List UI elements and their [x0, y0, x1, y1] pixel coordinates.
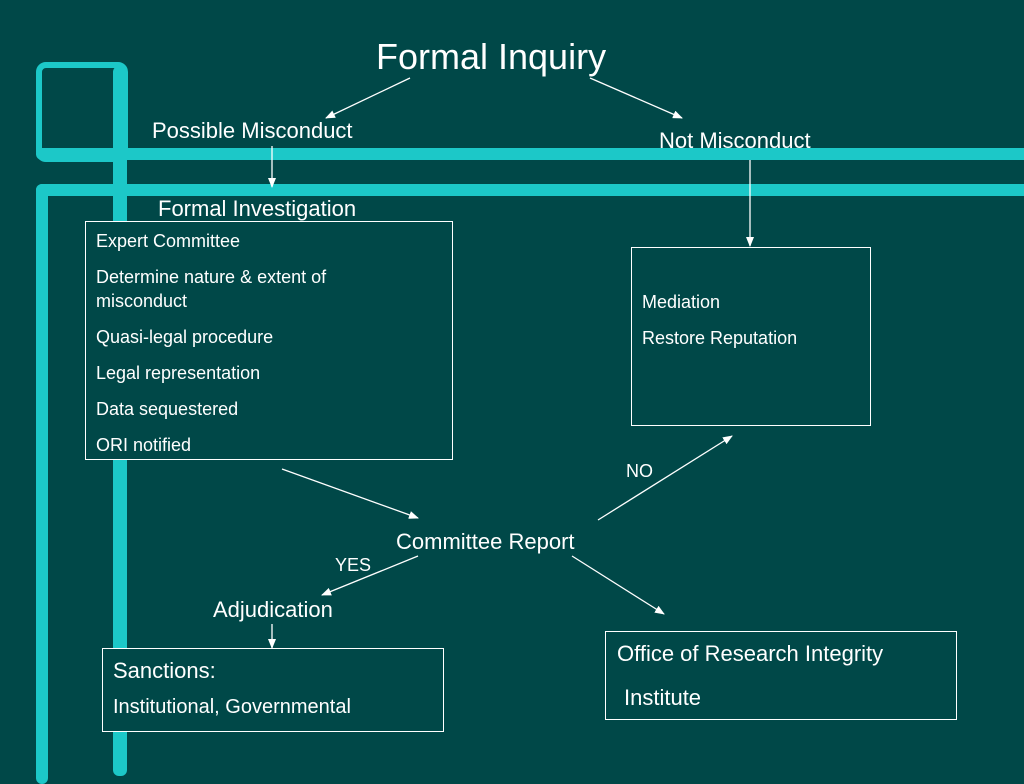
- investigation-item: Expert Committee: [96, 231, 241, 251]
- mediation-box: Mediation Restore Reputation: [631, 247, 871, 426]
- frame-bar-horizontal-top: [36, 148, 1024, 160]
- sanctions-box: Sanctions: Institutional, Governmental: [102, 648, 444, 732]
- mediation-item: Mediation: [642, 292, 721, 312]
- investigation-item: Legal representation: [96, 363, 261, 383]
- arrow-investigation-to-report: [281, 468, 419, 519]
- arrow-report-to-adjudication: [321, 555, 419, 596]
- mediation-item: Restore Reputation: [642, 328, 798, 348]
- flow-arrows: [268, 77, 754, 649]
- possible-misconduct-label: Possible Misconduct: [152, 118, 353, 143]
- formal-investigation-box: Expert Committee Determine nature & exte…: [85, 221, 453, 460]
- yes-label: YES: [335, 555, 372, 575]
- diagram-title: Formal Inquiry: [376, 36, 607, 77]
- ori-box: Office of Research Integrity Institute: [605, 631, 957, 720]
- investigation-item: ORI notified: [96, 435, 192, 455]
- arrow-inquiry-to-possible: [325, 77, 411, 119]
- sanctions-detail: Institutional, Governmental: [113, 696, 351, 718]
- committee-report-label: Committee Report: [396, 529, 575, 554]
- sanctions-heading: Sanctions:: [113, 658, 216, 683]
- arrow-inquiry-to-not: [589, 77, 683, 119]
- adjudication-label: Adjudication: [213, 597, 333, 622]
- ori-line-2: Institute: [624, 685, 702, 710]
- frame-bar-vertical-left: [36, 184, 48, 784]
- investigation-item: Data sequestered: [96, 399, 239, 419]
- arrow-report-to-ori: [571, 555, 665, 615]
- not-misconduct-label: Not Misconduct: [659, 128, 811, 153]
- no-label: NO: [626, 461, 653, 481]
- ori-line-1: Office of Research Integrity: [617, 641, 884, 666]
- investigation-item: Determine nature & extent of misconduct: [96, 267, 327, 311]
- formal-investigation-heading: Formal Investigation: [158, 196, 357, 221]
- arrow-report-to-mediation: [597, 435, 733, 521]
- frame-bar-horizontal-bottom: [36, 184, 1024, 196]
- investigation-item: Quasi-legal procedure: [96, 327, 274, 347]
